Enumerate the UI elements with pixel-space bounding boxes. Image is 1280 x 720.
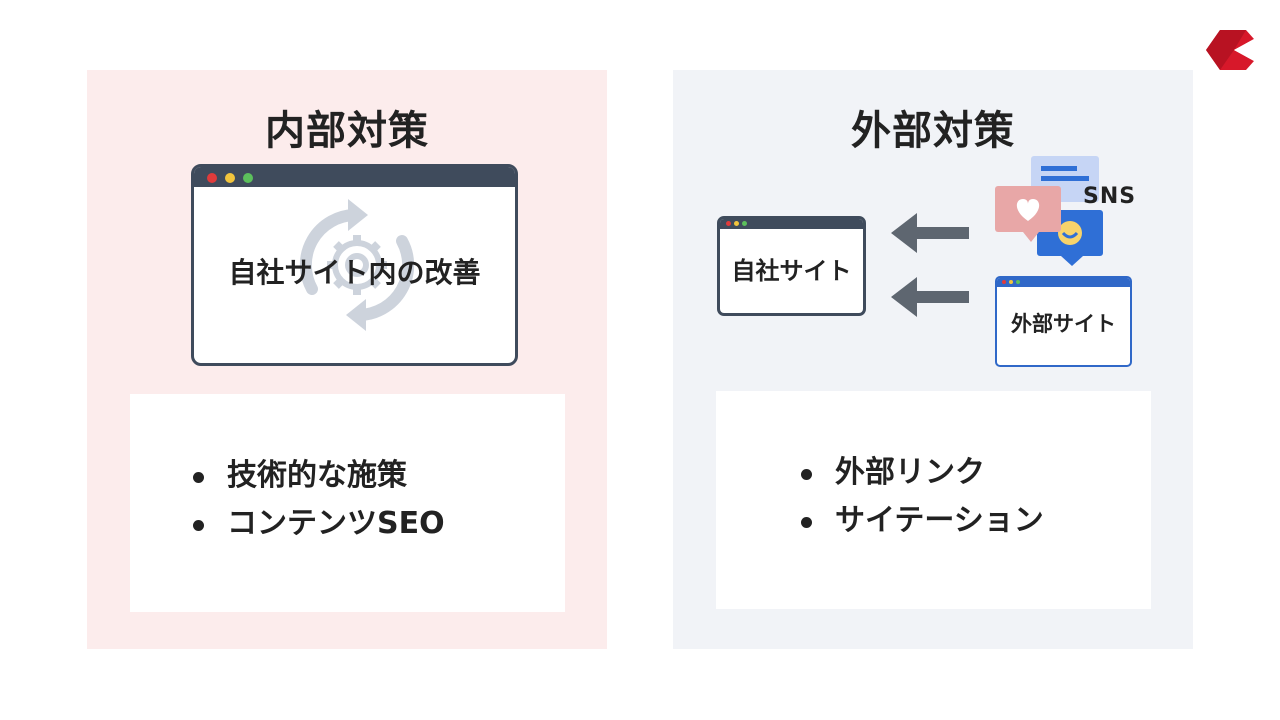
minimize-dot-icon (1009, 280, 1013, 284)
external-site-window: 外部サイト (995, 276, 1132, 367)
external-list: 外部リンク サイテーション (801, 449, 1044, 545)
close-dot-icon (1002, 280, 1006, 284)
internal-list: 技術的な施策 コンテンツSEO (193, 452, 445, 548)
external-site-label: 外部サイト (1011, 312, 1116, 336)
panel-title-external: 外部対策 (851, 108, 1015, 154)
arrow-left-icon (891, 213, 969, 253)
own-site-window-small: 自社サイト (717, 216, 866, 316)
own-site-label: 自社サイト (731, 257, 852, 285)
logo-icon (1206, 30, 1254, 70)
window-titlebar (720, 219, 863, 229)
panel-title-internal: 内部対策 (265, 108, 429, 154)
minimize-dot-icon (734, 221, 739, 226)
arrow-left-icon (891, 277, 969, 317)
close-dot-icon (207, 173, 217, 183)
sns-icons (995, 156, 1103, 266)
maximize-dot-icon (742, 221, 747, 226)
list-item: 外部リンク (801, 449, 1044, 497)
heart-bubble-icon (995, 186, 1061, 242)
external-list-box: 外部リンク サイテーション (716, 391, 1151, 609)
sns-label: SNS (1083, 184, 1137, 209)
maximize-dot-icon (1016, 280, 1020, 284)
minimize-dot-icon (225, 173, 235, 183)
own-site-window: 自社サイト内の改善 (191, 164, 518, 366)
internal-measures-panel: 内部対策 (87, 70, 607, 649)
list-item: コンテンツSEO (193, 500, 445, 548)
list-item: 技術的な施策 (193, 452, 445, 500)
external-measures-panel: 外部対策 自社サイト SNS (673, 70, 1193, 649)
window-text: 自社サイト内の改善 (228, 256, 481, 289)
list-item: サイテーション (801, 497, 1044, 545)
window-titlebar (194, 167, 515, 187)
window-titlebar (997, 278, 1130, 287)
internal-list-box: 技術的な施策 コンテンツSEO (130, 394, 565, 612)
close-dot-icon (726, 221, 731, 226)
gear-cycle-icon (299, 199, 415, 331)
maximize-dot-icon (243, 173, 253, 183)
